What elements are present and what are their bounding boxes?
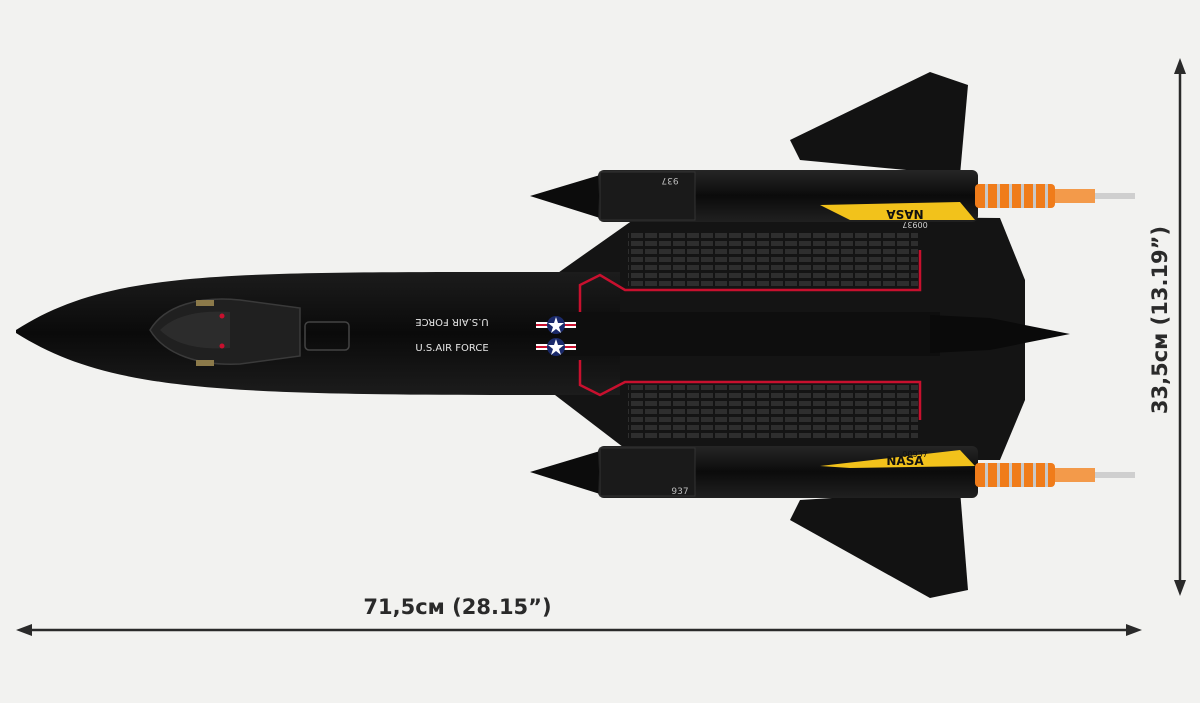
- lower-tail-fin: [790, 490, 968, 598]
- height-dimension-label: 33,5см (13.19”): [1148, 225, 1172, 415]
- engine-nacelle-top: 937 NASA 00937: [530, 170, 1135, 229]
- aircraft-model: U.S.AIR FORCE U.S.AIR FORCE: [16, 72, 1135, 598]
- upper-tail-fin: [790, 72, 968, 175]
- red-stripe-bottom: [578, 360, 922, 420]
- tail-cone: [930, 315, 1070, 353]
- engine-nacelle-bottom: 937 NASA 00937: [530, 446, 1135, 498]
- nasa-logo-top: NASA: [886, 207, 924, 221]
- us-roundel-bottom: [536, 338, 576, 356]
- wing-panel-bottom: [628, 385, 918, 440]
- wing-panel-top: [628, 232, 918, 287]
- tail-number-bottom: 937: [671, 487, 688, 497]
- nasa-id-top: 00937: [902, 220, 927, 229]
- fuselage-text-top: U.S.AIR FORCE: [415, 316, 488, 327]
- width-dimension-label: 71,5см (28.15”): [363, 595, 552, 619]
- height-dimension-arrow: [1174, 58, 1186, 596]
- nasa-logo-bottom: NASA: [886, 454, 924, 468]
- fuselage-text-bottom: U.S.AIR FORCE: [415, 343, 488, 354]
- fuselage: [16, 271, 620, 395]
- tail-number-top: 937: [661, 175, 678, 185]
- us-roundel-top: [536, 316, 576, 334]
- nasa-id-bottom: 00937: [902, 450, 927, 459]
- width-dimension-arrow: [16, 624, 1142, 636]
- red-stripe-top: [578, 250, 922, 312]
